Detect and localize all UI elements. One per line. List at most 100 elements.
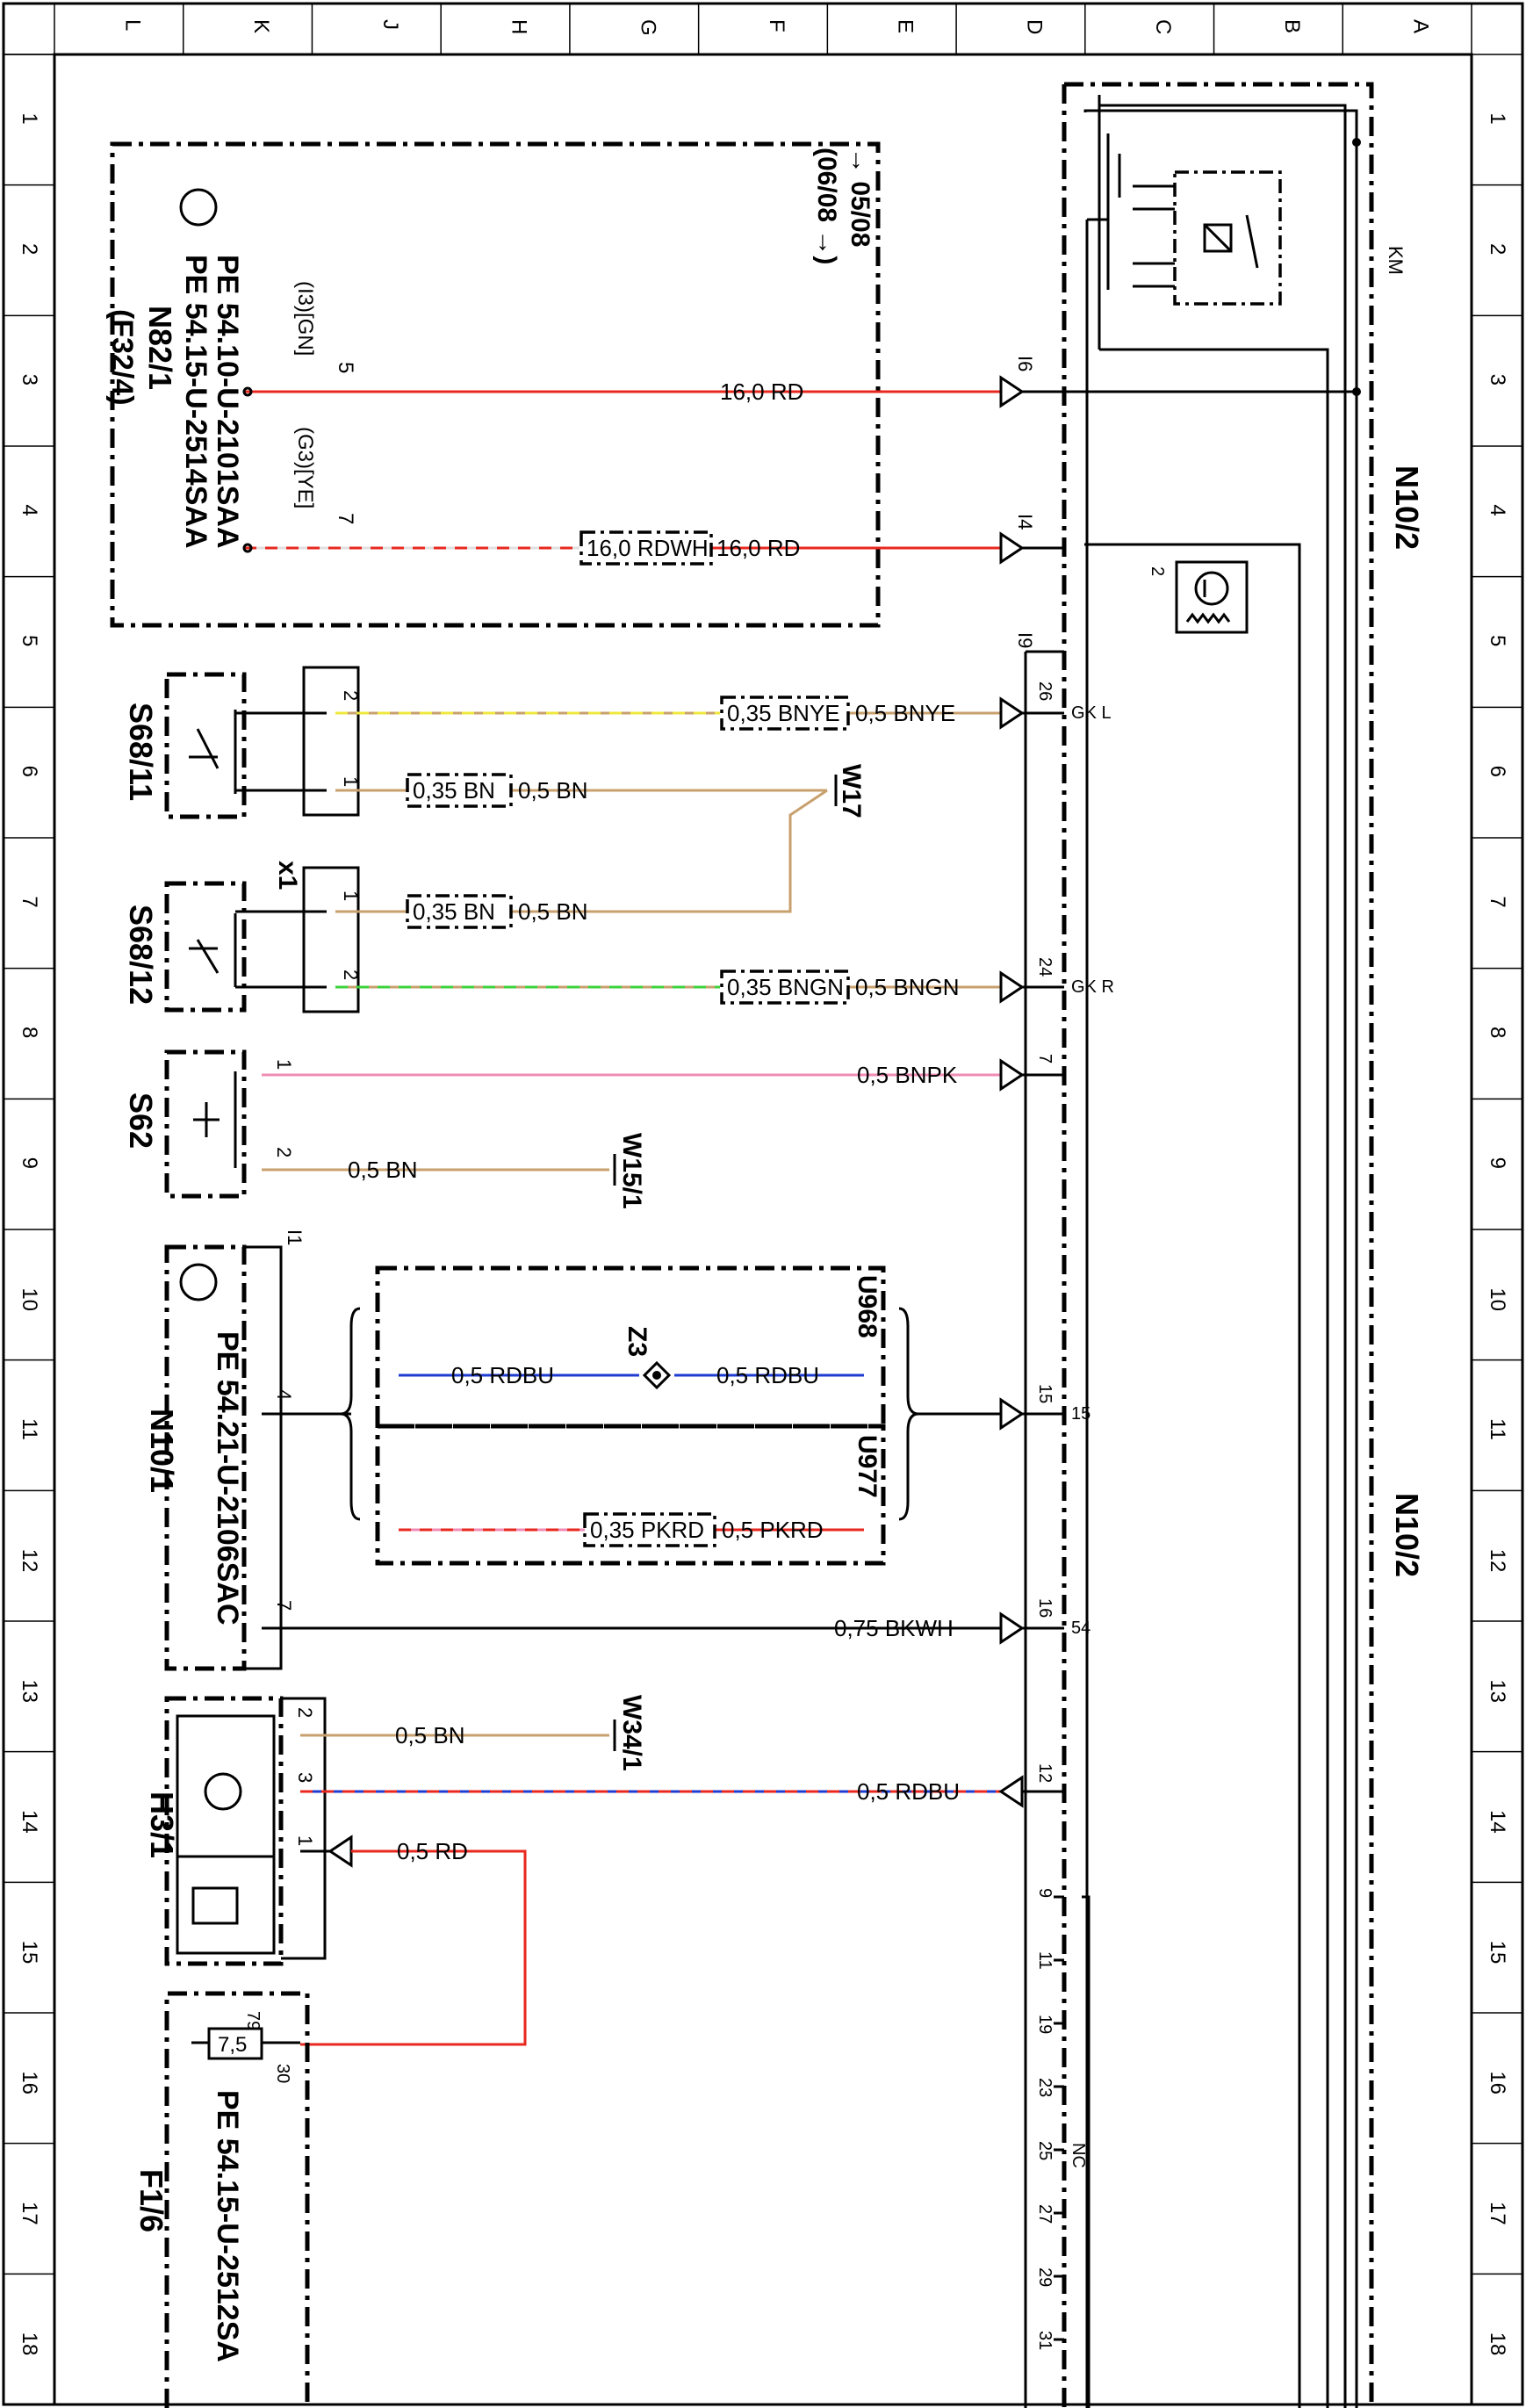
row-label: 6 [18,766,41,777]
ground-w17: W17 [837,764,866,818]
row-label: 6 [1486,766,1509,777]
row-label: 5 [1486,635,1509,646]
wire-16-rdwh-pin7: 16,0 RDWH 16,0 RD I4 [242,514,1064,566]
wire10-label-a: 0,35 PKRD [590,1517,704,1543]
wire9-label-a: 0,5 RDBU [451,1362,554,1388]
row-label: 10 [1486,1287,1509,1311]
i4-label: I4 [1014,514,1036,530]
n10-2-label-mid: N10/2 [1389,1493,1425,1577]
nc-pin-number: 23 [1035,2078,1055,2097]
pin-a-num: 5 [334,362,357,373]
wire3-label-a: 0,35 BNYE [727,700,840,726]
wire7-label: 0,5 BNPK [857,1062,958,1088]
wire-bn-w34: 0,5 BN W34/1 [300,1695,646,1771]
row-label: 2 [1486,243,1509,255]
row-label: 17 [18,2202,41,2225]
z3-label: Z3 [623,1326,651,1357]
pin-b-label: (G3)[YE] [293,427,317,508]
h3-pin2: 2 [294,1707,316,1718]
i6-label: I6 [1014,356,1036,371]
n10-2-label-top: N10/2 [1389,465,1425,550]
row-label: 12 [1486,1549,1509,1573]
column-label: E [894,19,918,33]
row-label: 11 [18,1418,41,1440]
wire2-label-b: 16,0 RD [716,535,800,561]
nc-pin-number: 31 [1035,2331,1055,2350]
row-label: 8 [18,1027,41,1038]
terminal-15-label: 15 [1071,1404,1091,1424]
row-label: 18 [1486,2332,1509,2356]
column-label: K [249,19,273,33]
n10-2-pin2: 2 [1148,566,1167,576]
row-label: 12 [18,1549,41,1573]
n10-1-pin7: 7 [273,1600,295,1611]
switch-s62: S62 1 2 [123,1049,295,1199]
gk-l-label: GK L [1071,703,1112,723]
module-n10-1: N10/1 PE 54.21-U-2106SAC I1 4 7 [144,1229,306,1671]
wire8-label: 0,5 BN [348,1157,418,1183]
row-label: 3 [18,374,41,386]
row-label: 15 [18,1941,41,1965]
row-label: 2 [18,243,41,255]
nc-pin-number: 19 [1035,2015,1055,2034]
wire3-label-b: 0,5 BNYE [855,700,955,726]
row-label: 13 [1486,1679,1509,1703]
s62-pin1: 1 [273,1059,295,1070]
column-label: J [378,19,402,30]
row-label: 4 [1486,504,1509,515]
switch-s68-11: S68/11 2 1 [123,666,362,819]
s68-12-pin2: 2 [340,970,362,980]
wire1-label: 16,0 RD [720,379,803,405]
row-label: 9 [1486,1157,1509,1169]
wire13-label: 0,5 RDBU [857,1778,960,1805]
x1-label: x1 [273,861,302,890]
fuse-rating: 7,5 [218,2033,247,2057]
n10-1-doc: PE 54.21-U-2106SAC [211,1331,244,1626]
pin-26: 26 [1035,681,1055,701]
fuse-pin30: 30 [273,2064,292,2083]
row-label: 14 [18,1810,41,1834]
wire-bn-w17-upper: 0,35 BN 0,5 BN W17 [335,764,866,818]
u977-label: U977 [853,1435,882,1498]
wire14-label: 0,5 RD [397,1838,468,1864]
wire6-label-b: 0,5 BNGN [855,974,960,1000]
row-label: 18 [18,2332,41,2356]
s68-11-pin1: 1 [340,776,362,787]
row-label: 7 [18,896,41,907]
n10-1-pin4: 4 [273,1389,295,1400]
lamp-icon [204,1772,242,1811]
column-label: B [1280,19,1304,33]
fuse-pin79: 79 [243,2011,263,2030]
s62-label: S62 [123,1092,159,1149]
wire-terminal-15: 15 15 [262,1307,1091,1521]
row-label: 16 [18,2071,41,2094]
connector-x1-lower [302,866,360,1013]
wire-rdbu: 0,5 RDBU 12 [300,1763,1064,1808]
row-label: 10 [18,1287,41,1311]
s62-pin2: 2 [273,1147,295,1157]
row-label: 1 [18,112,41,124]
km-label: KM [1385,246,1407,275]
row-label: 9 [18,1157,41,1169]
s68-11-pin2: 2 [340,690,362,701]
column-label: D [1022,19,1046,34]
column-label: F [765,19,788,32]
wire-bkwh: 0,75 BKWH 16 54 [262,1598,1091,1645]
row-label: 17 [1486,2202,1509,2225]
f1-label: F1/6 [133,2169,169,2232]
column-label: G [636,19,659,36]
horn-icon [191,1886,239,1925]
n10-1-pin-i1: I1 [284,1229,306,1245]
row-label: 13 [18,1679,41,1703]
buzzer-h3-1: H3/1 2 3 1 [144,1696,327,1966]
lamp-icon [179,1263,218,1301]
wire-rd-fuse: 0,5 RD [300,1835,527,2046]
pin-b-num: 7 [334,513,357,524]
pin-a-label: (I3)[GN] [293,281,317,356]
switch-s68-12: S68/12 x1 1 2 [123,861,362,1013]
column-label: L [120,19,144,31]
pin-24: 24 [1035,957,1055,977]
column-label: H [507,19,531,34]
